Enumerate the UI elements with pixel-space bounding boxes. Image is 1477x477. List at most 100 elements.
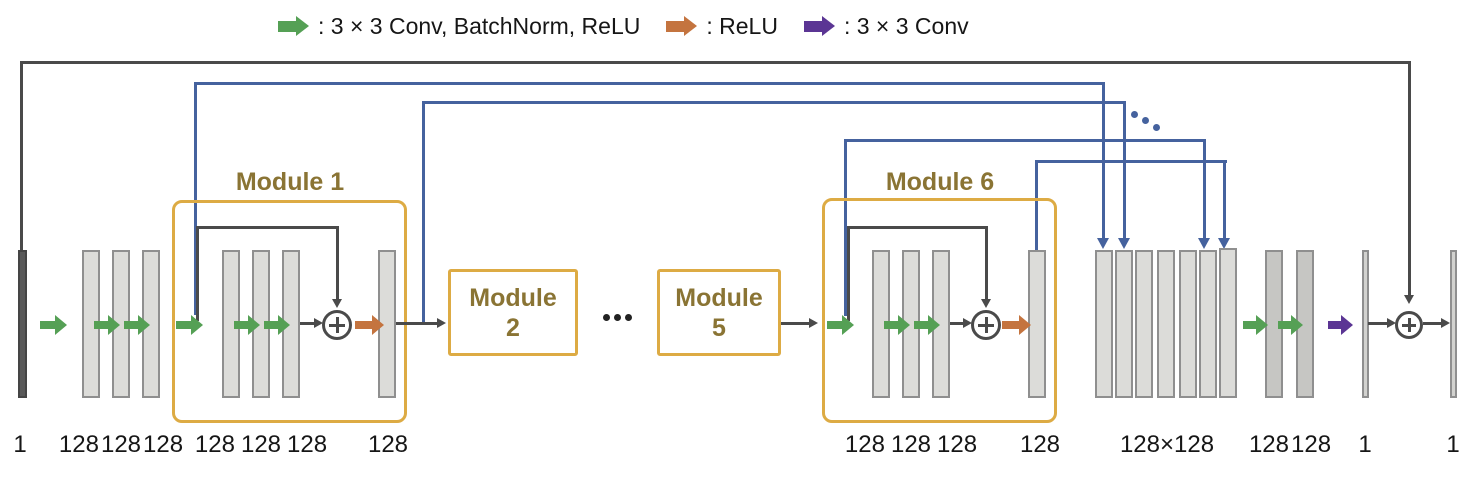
flow-arrowhead-icon xyxy=(1387,318,1396,328)
module-1-label: Module 1 xyxy=(235,168,345,196)
module1-skip-line-down xyxy=(336,226,339,299)
module-ellipsis-dot xyxy=(625,314,632,321)
conv-bn-relu-arrow-icon xyxy=(124,315,150,335)
dim-label-module1: 128 128 128 xyxy=(194,431,328,458)
input-feature-bar xyxy=(18,250,27,398)
skip2-arrowhead-icon xyxy=(1118,238,1130,249)
global-skip-line-down xyxy=(1408,61,1411,295)
module-5-box: Module 5 xyxy=(657,269,781,356)
dim-label-module6: 128 128 128 xyxy=(844,431,978,458)
flow-arrowhead-icon xyxy=(1441,318,1450,328)
skip3-line-down xyxy=(1203,139,1206,238)
concat-feature-bar xyxy=(1219,248,1237,398)
module-1-box xyxy=(172,200,407,423)
global-skip-line-up xyxy=(20,62,23,250)
conv-bn-relu-arrow-icon xyxy=(1243,315,1268,335)
legend-item-relu: : ReLU xyxy=(666,13,778,40)
relu-arrow-icon xyxy=(1002,315,1031,335)
module6-skip-line-up xyxy=(847,227,850,321)
concat-feature-bar xyxy=(1135,250,1153,398)
module6-skip-line-down xyxy=(985,226,988,299)
module-2-label-line2: 2 xyxy=(506,313,520,342)
module1-add-icon xyxy=(322,310,352,340)
conv-bn-relu-arrow-icon xyxy=(1278,315,1303,335)
conv-bn-relu-arrow-icon xyxy=(94,315,120,335)
global-skip-line-top xyxy=(20,61,1411,64)
skip2-line-up xyxy=(422,102,425,322)
conv-arrow-icon xyxy=(1328,315,1353,335)
module-2-label-line1: Module xyxy=(469,283,557,312)
legend-label: : ReLU xyxy=(706,12,778,39)
skip3-line-top xyxy=(844,139,1206,142)
flow-line xyxy=(300,322,316,325)
flow-arrowhead-icon xyxy=(314,318,323,328)
flow-line xyxy=(396,322,438,325)
flow-line xyxy=(781,322,810,325)
legend-item-conv: : 3 × 3 Conv xyxy=(803,12,969,40)
module6-skip-arrowhead-icon xyxy=(981,299,991,308)
global-skip-arrowhead-icon xyxy=(1404,295,1414,304)
dim-label-post-concat: 128 128 xyxy=(1248,431,1332,458)
relu-arrow-icon xyxy=(666,15,698,36)
dim-label-stack1: 128 128 128 xyxy=(58,431,184,458)
skip4-line-down xyxy=(1223,160,1226,238)
concat-feature-bar xyxy=(1095,250,1113,398)
skip-ellipsis-dot xyxy=(1142,117,1149,124)
conv-arrow-icon xyxy=(803,15,835,36)
dim-label-module1-out: 128 xyxy=(367,431,409,458)
skip4-line-up xyxy=(1035,161,1038,250)
legend-item-conv-bn-relu: : 3 × 3 Conv, BatchNorm, ReLU xyxy=(278,13,640,40)
skip3-line-up xyxy=(844,140,847,316)
conv-bn-relu-arrow-icon xyxy=(176,315,203,335)
skip2-line-top xyxy=(422,101,1126,104)
module-ellipsis-dot xyxy=(603,314,610,321)
relu-arrow-icon xyxy=(355,315,384,335)
conv-bn-relu-arrow-icon xyxy=(914,315,940,335)
conv-bn-relu-arrow-icon xyxy=(884,315,910,335)
module6-add-icon xyxy=(971,310,1001,340)
residual-add-icon xyxy=(1395,311,1423,339)
legend: : 3 × 3 Conv, BatchNorm, ReLU : ReLU : 3… xyxy=(278,8,969,44)
dim-label-module6-out: 128 xyxy=(1019,431,1061,458)
conv-bn-relu-arrow-icon xyxy=(234,315,260,335)
concat-feature-bar xyxy=(1157,250,1175,398)
skip1-line-top xyxy=(194,82,1105,85)
module-6-box xyxy=(822,198,1057,423)
skip4-arrowhead-icon xyxy=(1218,238,1230,249)
flow-line xyxy=(1368,322,1388,325)
module-5-label-line2: 5 xyxy=(712,313,726,342)
module6-skip-line-top xyxy=(847,226,988,229)
conv-bn-relu-arrow-icon xyxy=(40,315,67,335)
skip-ellipsis-dot xyxy=(1153,124,1160,131)
skip-ellipsis-dot xyxy=(1131,111,1138,118)
conv-bn-relu-arrow-icon xyxy=(278,15,309,36)
concat-feature-bar xyxy=(1115,250,1133,398)
module1-skip-line-top xyxy=(196,226,339,229)
skip4-line-top xyxy=(1035,160,1227,163)
module-ellipsis-dot xyxy=(614,314,621,321)
dim-label-concat: 128×128 xyxy=(1119,431,1215,458)
skip1-arrowhead-icon xyxy=(1097,238,1109,249)
conv-bn-relu-arrow-icon xyxy=(827,315,854,335)
legend-label: : 3 × 3 Conv xyxy=(843,12,969,39)
flow-arrowhead-icon xyxy=(437,318,446,328)
legend-label: : 3 × 3 Conv, BatchNorm, ReLU xyxy=(318,12,641,39)
module1-skip-arrowhead-icon xyxy=(332,299,342,308)
module1-skip-line-up xyxy=(196,227,199,321)
flow-arrowhead-icon xyxy=(963,318,972,328)
skip2-line-down xyxy=(1123,101,1126,238)
flow-line xyxy=(950,322,964,325)
module-5-label-line1: Module xyxy=(675,283,763,312)
module-2-box: Module 2 xyxy=(448,269,578,356)
flow-arrowhead-icon xyxy=(809,318,818,328)
flow-line xyxy=(1423,322,1442,325)
conv-bn-relu-arrow-icon xyxy=(264,315,290,335)
output-feature-bar xyxy=(1450,250,1457,398)
dim-label-input: 1 xyxy=(13,431,27,458)
skip1-line-up xyxy=(194,83,197,315)
concat-feature-bar xyxy=(1199,250,1217,398)
dim-label-output: 1 xyxy=(1446,431,1460,458)
dim-label-residual: 1 xyxy=(1358,431,1372,458)
concat-feature-bar xyxy=(1179,250,1197,398)
